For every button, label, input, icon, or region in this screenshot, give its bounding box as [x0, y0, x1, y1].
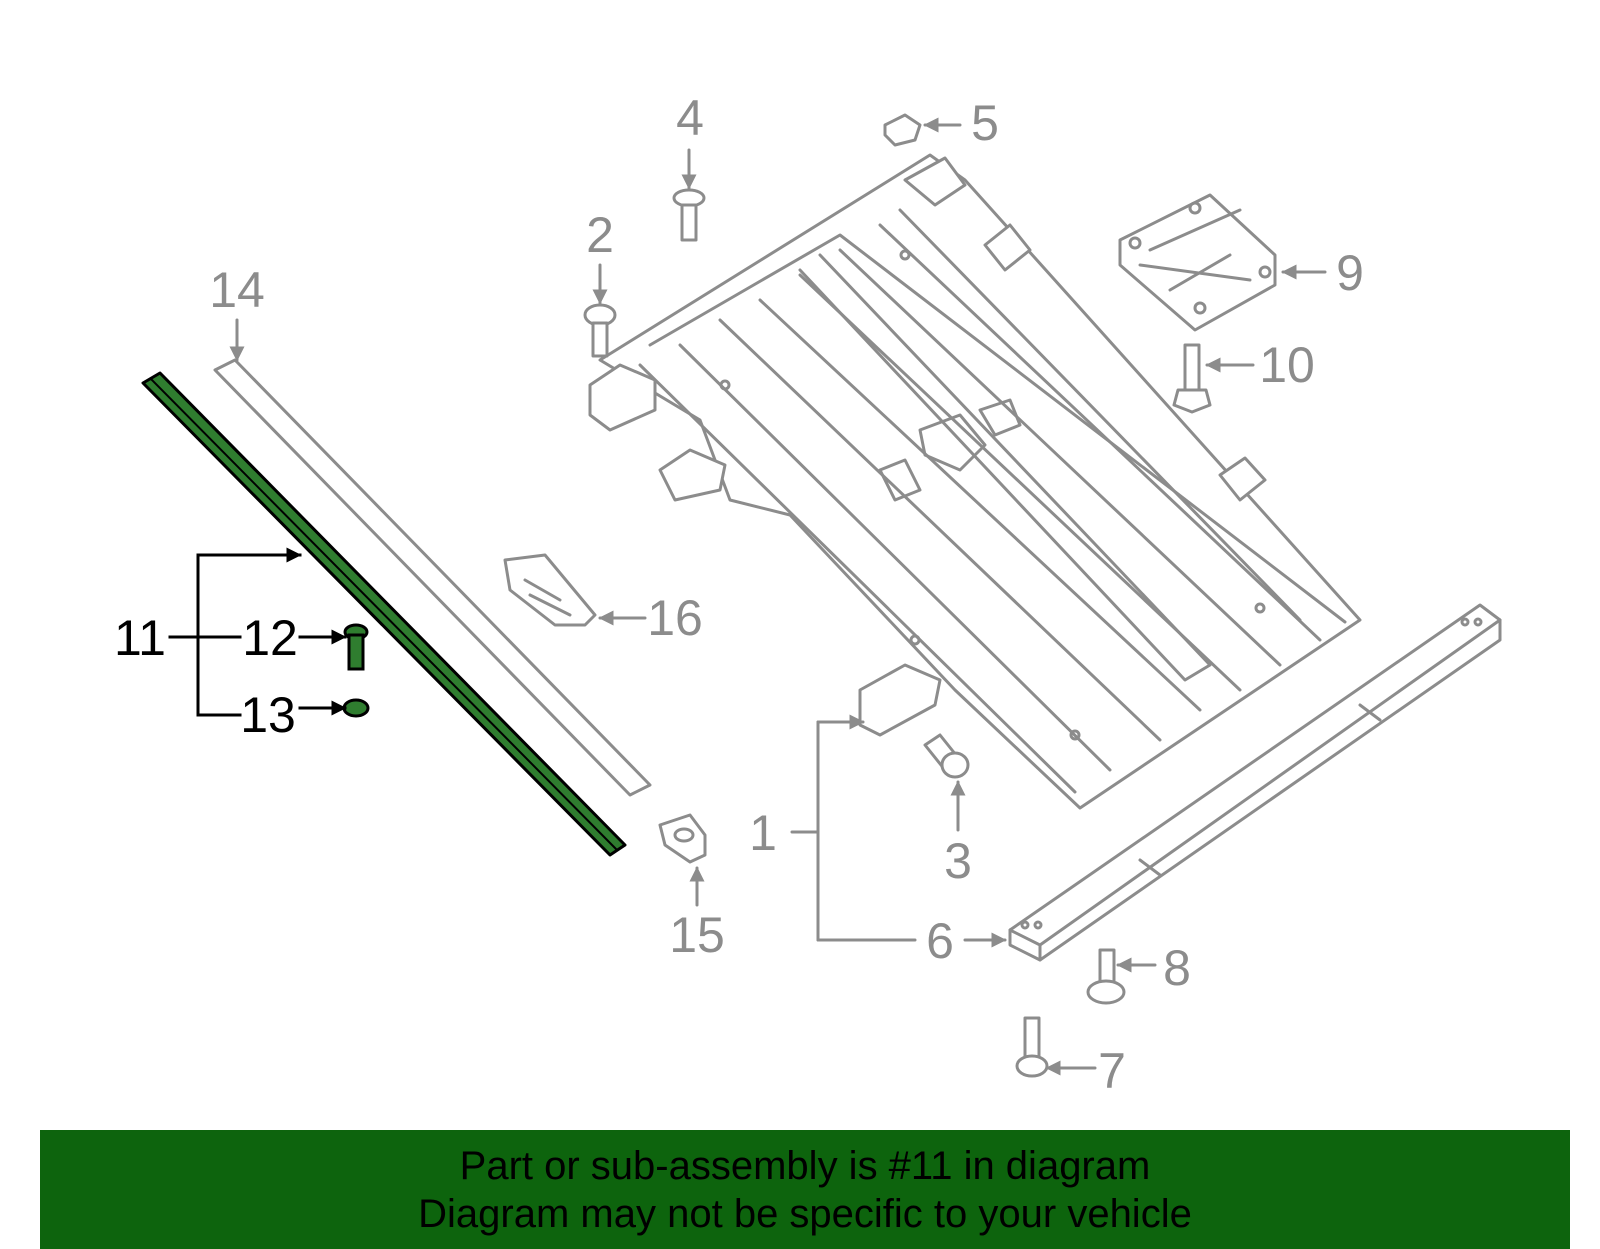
highlighted-rail-part-11: [141, 371, 627, 857]
callout-11: 11: [114, 610, 166, 666]
bolt-part-10: [1172, 343, 1212, 414]
leaders-part-11: [168, 547, 347, 717]
bracket-part-9: [1118, 193, 1277, 332]
bracket-part-16: [503, 553, 597, 627]
parts-diagram: 1 2 3 4 5 6 7 8 9 10 11 12 13 14 15 16: [114, 90, 1502, 1099]
bolt-part-7: [1015, 1016, 1049, 1078]
bolt-part-4: [672, 188, 706, 242]
callout-14: 14: [209, 262, 265, 318]
info-banner: Part or sub-assembly is #11 in diagram D…: [40, 1130, 1570, 1249]
bolt-part-12: [343, 623, 369, 671]
callout-13: 13: [240, 687, 296, 743]
bolt-part-8: [1086, 948, 1126, 1005]
plug-part-5: [883, 113, 922, 147]
callout-15: 15: [669, 907, 725, 963]
bed-floor-panel: [588, 153, 1362, 810]
bolt-part-3: [923, 733, 970, 779]
washer-part-13: [342, 698, 370, 718]
leaders-gray: [229, 117, 1327, 1076]
callout-12: 12: [242, 610, 298, 666]
bolt-part-2: [583, 303, 617, 358]
callout-6: 6: [926, 913, 954, 969]
callout-5: 5: [971, 95, 999, 151]
callout-16: 16: [647, 590, 703, 646]
cross-rail-part-6: [1008, 603, 1502, 962]
clip-part-15: [658, 813, 707, 864]
callout-8: 8: [1163, 940, 1191, 996]
side-rail-part-14: [213, 358, 652, 797]
callout-1: 1: [749, 805, 777, 861]
callout-7: 7: [1098, 1043, 1126, 1099]
callout-10: 10: [1259, 337, 1315, 393]
banner-line-1: Part or sub-assembly is #11 in diagram: [459, 1143, 1151, 1188]
banner-line-2: Diagram may not be specific to your vehi…: [418, 1191, 1192, 1236]
callout-4: 4: [676, 90, 704, 146]
callout-2: 2: [586, 207, 614, 263]
callout-labels: 1 2 3 4 5 6 7 8 9 10 11 12 13 14 15 16: [114, 90, 1364, 1099]
callout-9: 9: [1336, 245, 1364, 301]
callout-3: 3: [944, 833, 972, 889]
